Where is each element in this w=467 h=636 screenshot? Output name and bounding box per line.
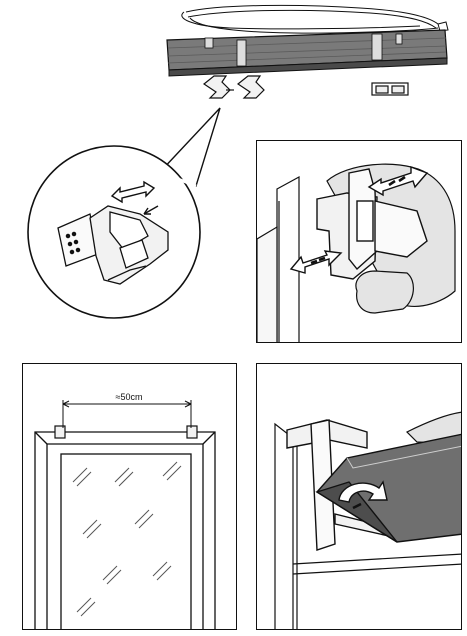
step-4-illustration	[274, 411, 461, 629]
pointer-arrow-icon	[143, 205, 159, 215]
step-4-panel	[256, 363, 462, 630]
bracket-detail	[57, 205, 169, 285]
folded-blind	[166, 29, 448, 77]
glass-reflections	[72, 461, 182, 617]
parts-overview-illustration	[27, 4, 449, 319]
double-arrow-icon	[110, 180, 156, 204]
blind-headrail	[315, 433, 461, 543]
adhesive-pads	[371, 82, 409, 96]
mounted-brackets	[54, 425, 198, 439]
double-arrow-icon	[367, 165, 429, 197]
double-arrow-icon-lower	[289, 250, 343, 274]
bracket	[316, 168, 428, 280]
dimension-line	[62, 400, 192, 428]
hand	[405, 411, 461, 445]
step-3-panel	[22, 363, 237, 630]
step-2-panel	[256, 140, 462, 343]
step-3-illustration	[34, 400, 216, 629]
rotate-arrow-icon	[338, 480, 388, 510]
loose-brackets	[202, 75, 265, 99]
window-frame	[34, 431, 216, 629]
window-frame	[274, 422, 461, 629]
cord-coil	[181, 4, 449, 34]
distance-label: ≈50cm	[100, 392, 158, 403]
step-2-illustration	[257, 163, 456, 342]
window-frame	[257, 175, 300, 342]
